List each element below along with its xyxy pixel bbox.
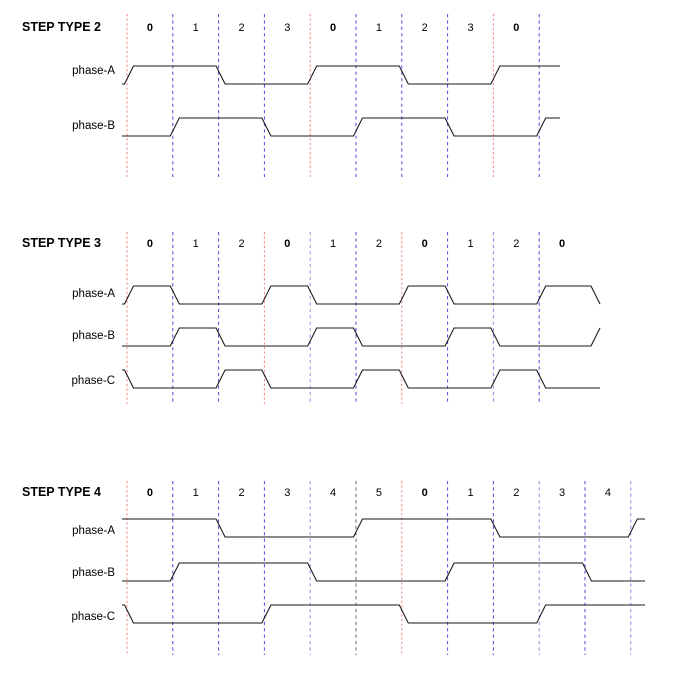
phase-label-phase-b: phase-B: [72, 567, 115, 579]
section-title: STEP TYPE 3: [22, 236, 101, 250]
step-number: 4: [605, 487, 611, 499]
step-number: 3: [559, 487, 565, 499]
phase-label-phase-c: phase-C: [72, 375, 115, 387]
step-number: 2: [513, 487, 519, 499]
step-number: 1: [376, 22, 382, 34]
step-number: 3: [284, 22, 290, 34]
phase-label-phase-a: phase-A: [72, 288, 115, 300]
waveform-phase-b: [122, 327, 601, 347]
step-number: 0: [284, 238, 290, 250]
phase-label-phase-c: phase-C: [72, 611, 115, 623]
step-number: 2: [238, 238, 244, 250]
step-number: 0: [513, 22, 519, 34]
step-number: 0: [422, 487, 428, 499]
step-number: 3: [467, 22, 473, 34]
phase-label-phase-b: phase-B: [72, 120, 115, 132]
waveform-phase-a: [122, 518, 645, 538]
section-title: STEP TYPE 4: [22, 485, 101, 499]
section-step-type-3: STEP TYPE 3 0 1 2 0 1 2 0 1 2 0 phase-A phase-B phase…: [22, 232, 601, 404]
step-number: 0: [147, 22, 153, 34]
waveform-phase-c: [122, 369, 600, 389]
step-number: 1: [330, 238, 336, 250]
phase-label-phase-b: phase-B: [72, 330, 115, 342]
step-number: 2: [238, 22, 244, 34]
step-number: 5: [376, 487, 382, 499]
step-number: 2: [376, 238, 382, 250]
step-number: 0: [330, 22, 336, 34]
section-title: STEP TYPE 2: [22, 20, 101, 34]
step-number: 1: [193, 238, 199, 250]
step-number: 1: [467, 487, 473, 499]
waveform-phase-c: [122, 604, 645, 624]
step-number: 1: [193, 22, 199, 34]
step-number: 3: [284, 487, 290, 499]
step-number: 0: [147, 238, 153, 250]
step-number: 2: [238, 487, 244, 499]
step-number: 0: [559, 238, 565, 250]
section-step-type-2: STEP TYPE 2 0 1 2 3 0 1 2 3 0 phase-A phase-B: [22, 14, 560, 177]
waveform-phase-b: [122, 117, 560, 137]
step-number: 1: [193, 487, 199, 499]
step-number: 2: [422, 22, 428, 34]
waveform-phase-a: [122, 285, 601, 305]
phase-label-phase-a: phase-A: [72, 65, 115, 77]
step-number: 4: [330, 487, 336, 499]
section-step-type-4: STEP TYPE 4 0 1 2 3 4 5 0 1 2 3 4 phase-A phase-B phas…: [22, 481, 645, 655]
step-number: 0: [422, 238, 428, 250]
step-number: 1: [467, 238, 473, 250]
phase-label-phase-a: phase-A: [72, 525, 115, 537]
waveform-phase-a: [122, 65, 560, 85]
step-number: 2: [513, 238, 519, 250]
step-number: 0: [147, 487, 153, 499]
waveform-phase-b: [122, 562, 645, 582]
